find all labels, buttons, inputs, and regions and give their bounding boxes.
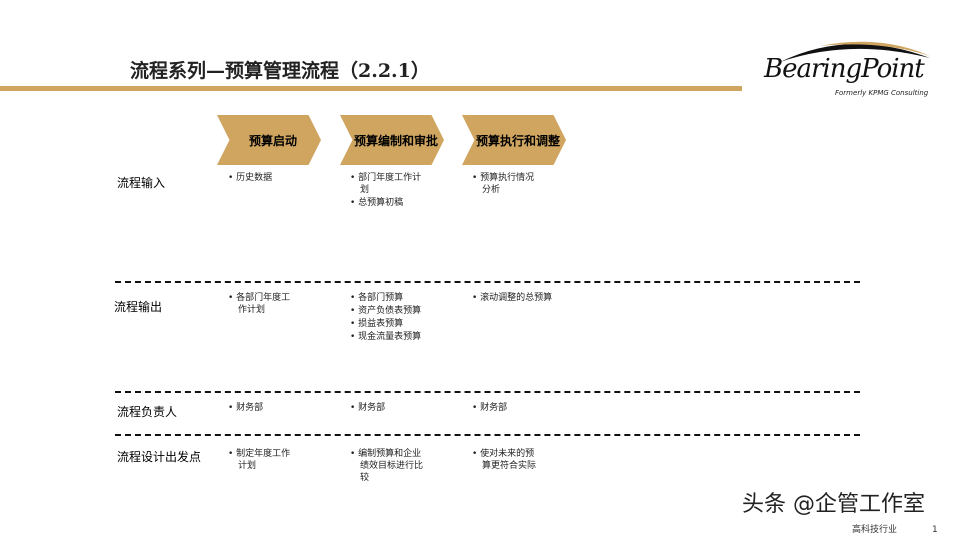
cell: 制定年度工作计划 xyxy=(228,448,298,473)
bullet-item: 历史数据 xyxy=(228,172,298,184)
cell: 财务部 xyxy=(350,402,428,415)
cell: 财务部 xyxy=(228,402,298,415)
cell: 预算执行情况分析 xyxy=(472,172,542,197)
title-rule xyxy=(0,86,742,91)
footer-industry: 高科技行业 xyxy=(852,525,898,535)
row-label: 流程设计出发点 xyxy=(117,450,202,464)
bullet-item: 预算执行情况分析 xyxy=(472,172,542,196)
logo-arc-icon xyxy=(780,41,930,62)
cell: 各部门年度工作计划 xyxy=(228,292,298,317)
row-divider xyxy=(115,281,860,283)
watermark: 头条 @企管工作室 xyxy=(742,492,925,517)
cell: 编制预算和企业绩效目标进行比较 xyxy=(350,448,428,485)
cell: 部门年度工作计划总预算初稿 xyxy=(350,172,428,210)
bullet-item: 各部门年度工作计划 xyxy=(228,292,298,316)
bullet-item: 财务部 xyxy=(228,402,298,414)
bullet-item: 总预算初稿 xyxy=(350,197,428,209)
bullet-item: 损益表预算 xyxy=(350,318,440,330)
stage-chevron: 预算启动 xyxy=(217,115,321,165)
bullet-item: 现金流量表预算 xyxy=(350,331,440,343)
bullet-item: 资产负债表预算 xyxy=(350,305,440,317)
row-label: 流程输出 xyxy=(114,300,163,314)
row-divider xyxy=(115,434,860,436)
cell: 各部门预算资产负债表预算损益表预算现金流量表预算 xyxy=(350,292,440,344)
logo-tagline: Formerly KPMG Consulting xyxy=(835,89,929,97)
bullet-item: 财务部 xyxy=(472,402,542,414)
row-label: 流程输入 xyxy=(117,176,166,190)
cell: 使对未来的预算更符合实际 xyxy=(472,448,542,473)
bullet-item: 编制预算和企业绩效目标进行比较 xyxy=(350,448,428,484)
bullet-item: 制定年度工作计划 xyxy=(228,448,298,472)
stage-chevron: 预算执行和调整 xyxy=(462,115,566,165)
bullet-item: 各部门预算 xyxy=(350,292,440,304)
bullet-item: 财务部 xyxy=(350,402,428,414)
cell: 财务部 xyxy=(472,402,542,415)
stage-chevron: 预算编制和审批 xyxy=(340,115,444,165)
bullet-item: 滚动调整的总预算 xyxy=(472,292,582,304)
row-label: 流程负责人 xyxy=(117,405,178,419)
cell: 滚动调整的总预算 xyxy=(472,292,582,305)
bullet-item: 使对未来的预算更符合实际 xyxy=(472,448,542,472)
page-number: 1 xyxy=(932,525,938,535)
page-title: 流程系列—预算管理流程（2.2.1） xyxy=(130,60,430,82)
bearingpoint-logo: BearingPoint Formerly KPMG Consulting xyxy=(760,34,940,100)
cell: 历史数据 xyxy=(228,172,298,185)
row-divider xyxy=(115,391,860,393)
bullet-item: 部门年度工作计划 xyxy=(350,172,428,196)
logo-wordmark: BearingPoint xyxy=(764,54,925,84)
